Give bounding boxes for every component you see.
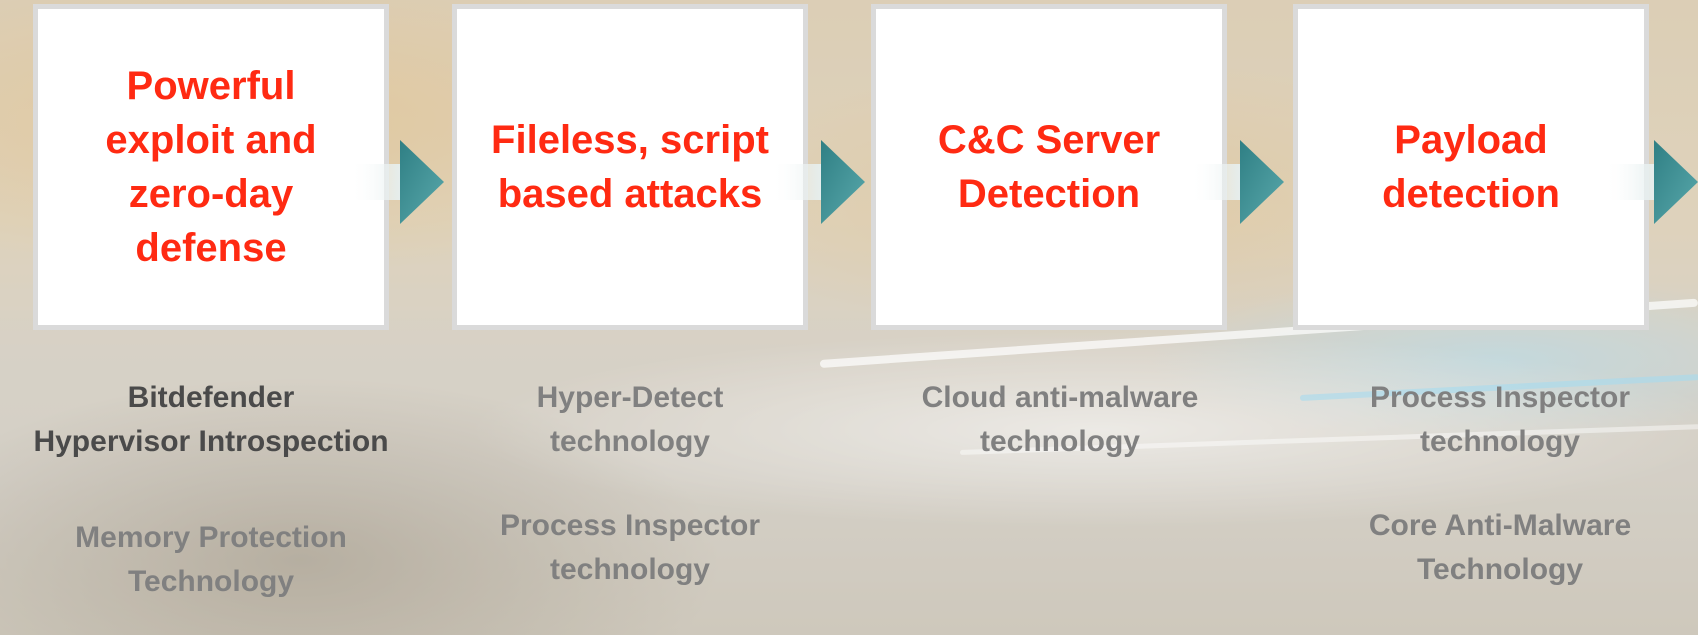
technology-label: Cloud anti-malware technology	[921, 381, 1199, 458]
stage-box-exploit-defense: Powerful exploit and zero-day defense	[33, 4, 389, 330]
technology-label: Core Anti-Malware Technology	[1368, 509, 1632, 586]
technology-label: Bitdefender Hypervisor Introspection	[33, 381, 389, 458]
technology-label: Process Inspector technology	[499, 509, 761, 586]
arrow-right-icon	[1190, 140, 1284, 224]
technology-label: Memory Protection Technology	[75, 521, 347, 598]
stage-box-payload-detection: Payload detection	[1293, 4, 1649, 330]
arrow-right-icon	[350, 140, 444, 224]
stage-title: Fileless, script based attacks	[491, 118, 769, 216]
technology-label: Hyper-Detect technology	[536, 381, 724, 458]
stage-box-fileless-attacks: Fileless, script based attacks	[452, 4, 808, 330]
stage-title: Payload detection	[1382, 118, 1560, 216]
stage-title: C&C Server Detection	[937, 118, 1161, 216]
technology-label: Process Inspector technology	[1369, 381, 1631, 458]
arrow-right-icon	[1604, 140, 1698, 224]
arrow-right-icon	[771, 140, 865, 224]
stage-box-cnc-detection: C&C Server Detection	[871, 4, 1227, 330]
stage-title: Powerful exploit and zero-day defense	[105, 64, 317, 270]
